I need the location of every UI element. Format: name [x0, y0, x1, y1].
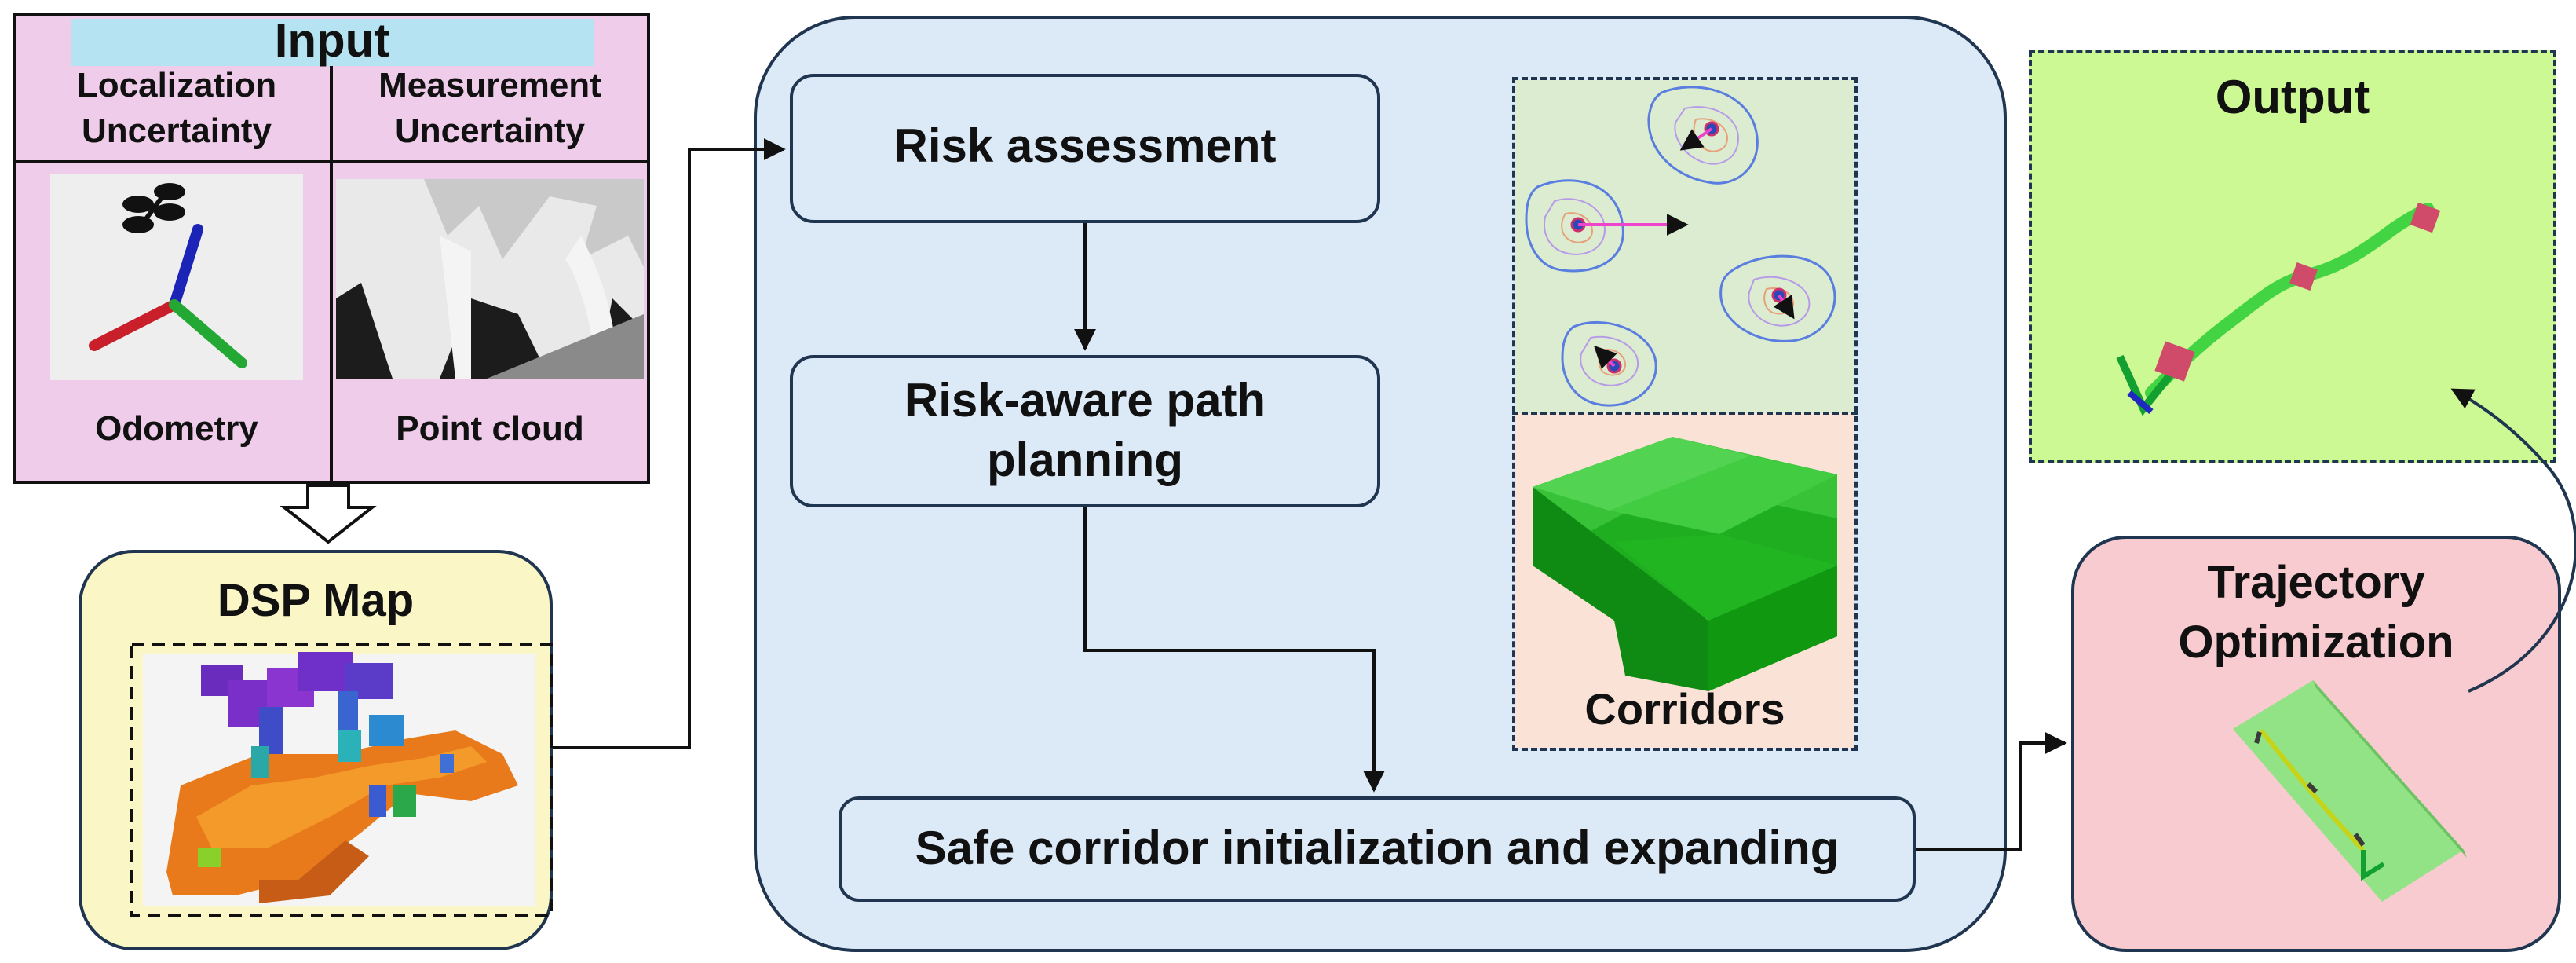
- corridors-label: Corridors: [1584, 684, 1785, 734]
- measurement-uncertainty-label: Measurement Uncertainty: [378, 66, 601, 150]
- input-to-dsp-arrow: [280, 484, 377, 544]
- output-trajectory-illustration: [2116, 202, 2441, 416]
- risk-contour-illustration: [1525, 86, 1836, 407]
- risk-aware-planning-label: Risk-aware path planning: [904, 374, 1266, 486]
- corridor-to-trajectory-arrow: [1916, 732, 2067, 851]
- output-title: Output: [2215, 71, 2370, 123]
- point-cloud-label: Point cloud: [396, 409, 584, 448]
- safe-corridor-label: Safe corridor initialization and expandi…: [915, 822, 1840, 874]
- trajectory-optimization-illustration: [2233, 680, 2467, 902]
- obstacle-contour-4: [1561, 320, 1657, 407]
- obstacle-contour-2: [1525, 179, 1689, 273]
- dsp-map-illustration: [130, 643, 553, 917]
- input-title: Input: [274, 14, 390, 67]
- odometry-illustration: [50, 174, 303, 380]
- planning-to-corridor-arrow: [1083, 507, 1385, 793]
- obstacle-contour-3: [1719, 254, 1836, 342]
- point-cloud-illustration: [336, 179, 644, 379]
- risk-aware-planning-box: [790, 355, 1380, 507]
- obstacle-contour-1: [1647, 86, 1759, 185]
- odometry-label: Odometry: [95, 409, 258, 448]
- trajectory-optimization-title: Trajectory Optimization: [2178, 557, 2454, 668]
- safe-corridor-box: [839, 796, 1916, 902]
- trajectory-to-output-arrow: [2450, 388, 2576, 693]
- risk-assessment-box: [790, 74, 1380, 223]
- dsp-map-title: DSP Map: [217, 575, 415, 626]
- corridor-divider: [1512, 412, 1858, 415]
- input-title-bar: [71, 19, 594, 66]
- corridor-boxes-illustration: [1533, 437, 1837, 691]
- localization-uncertainty-label: Localization Uncertainty: [76, 66, 277, 150]
- risk-assessment-label: Risk assessment: [893, 119, 1277, 172]
- dsp-to-risk-connector: [553, 138, 786, 749]
- coordinate-axes-icon: [89, 224, 247, 368]
- drone-icon: [122, 183, 185, 233]
